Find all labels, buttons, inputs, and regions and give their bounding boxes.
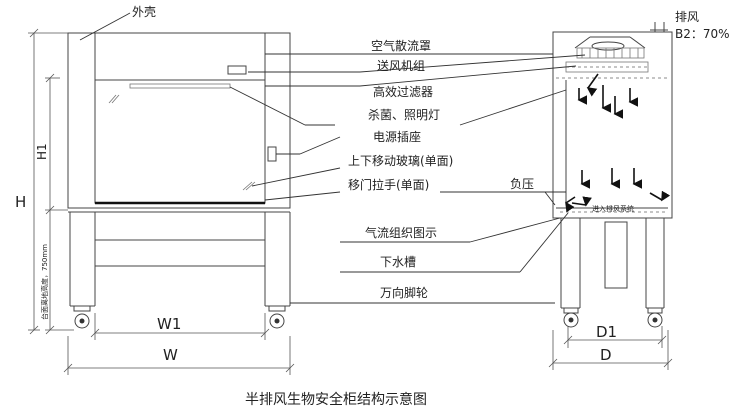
label-air-hood: 空气散流罩 — [371, 38, 431, 53]
front-stand — [69, 212, 291, 307]
dim-H1: H1 — [35, 143, 49, 160]
side-fan-assembly — [556, 36, 668, 79]
label-negative-pressure: 负压 — [510, 177, 534, 191]
dim-D: D — [600, 346, 612, 364]
label-shell: 外壳 — [132, 5, 156, 19]
vent-label: 进入排风系统 — [592, 204, 634, 213]
label-power-socket: 电源插座 — [373, 129, 421, 144]
front-caster-right — [268, 305, 286, 329]
label-sliding-glass: 上下移动玻璃(单面) — [348, 154, 453, 168]
dim-W1: W1 — [157, 315, 181, 333]
label-uv-light: 杀菌、照明灯 — [368, 107, 440, 122]
socket-box — [267, 146, 277, 162]
label-sink: 下水槽 — [380, 255, 416, 269]
front-caster-left — [73, 305, 91, 329]
label-exhaust: 排风 — [675, 10, 699, 24]
label-fan-unit: 送风机组 — [377, 58, 425, 73]
dim-W: W — [163, 346, 178, 364]
front-view — [67, 32, 291, 329]
front-window-frame — [94, 32, 266, 204]
label-exhaust-ratio: B2：70% — [675, 27, 730, 41]
side-caster-left — [563, 307, 579, 328]
label-hepa-filter: 高效过滤器 — [373, 84, 433, 99]
callout-leaders — [229, 53, 586, 304]
label-airflow-diagram: 气流组织图示 — [365, 225, 437, 240]
side-outer-shell — [552, 31, 673, 219]
dim-H: H — [15, 193, 26, 211]
dim-D1: D1 — [596, 323, 617, 341]
airflow-arrows — [565, 73, 671, 213]
side-caster-right — [647, 307, 663, 328]
front-dimensions — [28, 28, 295, 375]
side-dimensions — [548, 326, 673, 370]
side-stand — [560, 218, 665, 309]
side-exhaust-duct — [650, 22, 668, 32]
side-view — [552, 22, 673, 328]
label-casters: 万向脚轮 — [380, 285, 428, 300]
label-door-handle: 移门拉手(单面) — [348, 177, 429, 192]
front-outer-shell — [67, 32, 291, 209]
lamp-bar — [129, 83, 231, 89]
control-indicator — [227, 65, 247, 75]
dim-bench-height: 台面离地高度，750mm — [40, 244, 49, 320]
diagram-caption: 半排风生物安全柜结构示意图 — [245, 391, 427, 408]
